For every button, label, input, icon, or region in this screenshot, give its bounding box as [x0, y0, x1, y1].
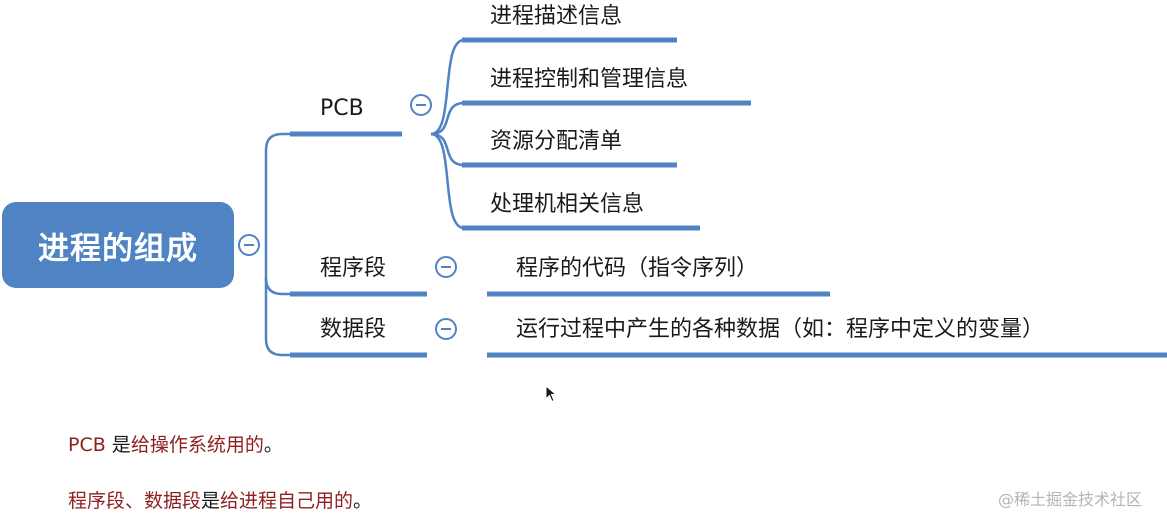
leaf-label-pcb-2[interactable]: 进程控制和管理信息 — [490, 67, 689, 92]
note-segments-subject: 程序段、数据段 — [68, 490, 202, 512]
connector-pcb-child-4 — [430, 132, 465, 230]
leaf-label-data-1[interactable]: 运行过程中产生的各种数据（如：程序中定义的变量） — [516, 317, 1045, 342]
leaf-label-pcb-3[interactable]: 资源分配清单 — [490, 129, 623, 154]
note-segments-verb: 是 — [201, 490, 221, 512]
root-label: 进程的组成 — [38, 230, 198, 267]
note-pcb-end: 。 — [263, 434, 283, 456]
leaf-label-pcb-1[interactable]: 进程描述信息 — [490, 4, 623, 29]
watermark: @稀土掘金技术社区 — [998, 490, 1143, 509]
data-collapse-icon[interactable] — [435, 318, 457, 340]
note-pcb-subject: PCB — [68, 434, 106, 456]
branch-label-code[interactable]: 程序段 — [320, 256, 387, 281]
note-pcb: PCB 是给操作系统用的。 — [68, 432, 283, 458]
mindmap-root-node[interactable]: 进程的组成 — [2, 202, 234, 288]
leaf-label-pcb-4[interactable]: 处理机相关信息 — [490, 192, 645, 217]
connector-pcb-child-1 — [430, 38, 465, 136]
connector-root-code — [264, 245, 292, 296]
branch-label-data[interactable]: 数据段 — [320, 317, 387, 342]
note-pcb-verb: 是 — [105, 434, 131, 456]
note-segments-purpose: 给进程自己用的 — [220, 490, 354, 512]
mouse-cursor-icon — [545, 385, 557, 403]
note-segments: 程序段、数据段是给进程自己用的。 — [68, 488, 372, 514]
branch-label-pcb[interactable]: PCB — [320, 96, 364, 121]
pcb-collapse-icon[interactable] — [410, 94, 432, 116]
connector-pcb-child-2 — [430, 101, 465, 136]
connector-root-pcb — [264, 132, 292, 245]
note-segments-end: 。 — [353, 490, 373, 512]
code-collapse-icon[interactable] — [435, 256, 457, 278]
note-pcb-purpose: 给操作系统用的 — [130, 434, 264, 456]
root-collapse-icon[interactable] — [238, 234, 260, 256]
connector-pcb-child-3 — [430, 132, 465, 167]
connector-root-data — [264, 278, 292, 357]
leaf-label-code-1[interactable]: 程序的代码（指令序列） — [516, 256, 759, 281]
